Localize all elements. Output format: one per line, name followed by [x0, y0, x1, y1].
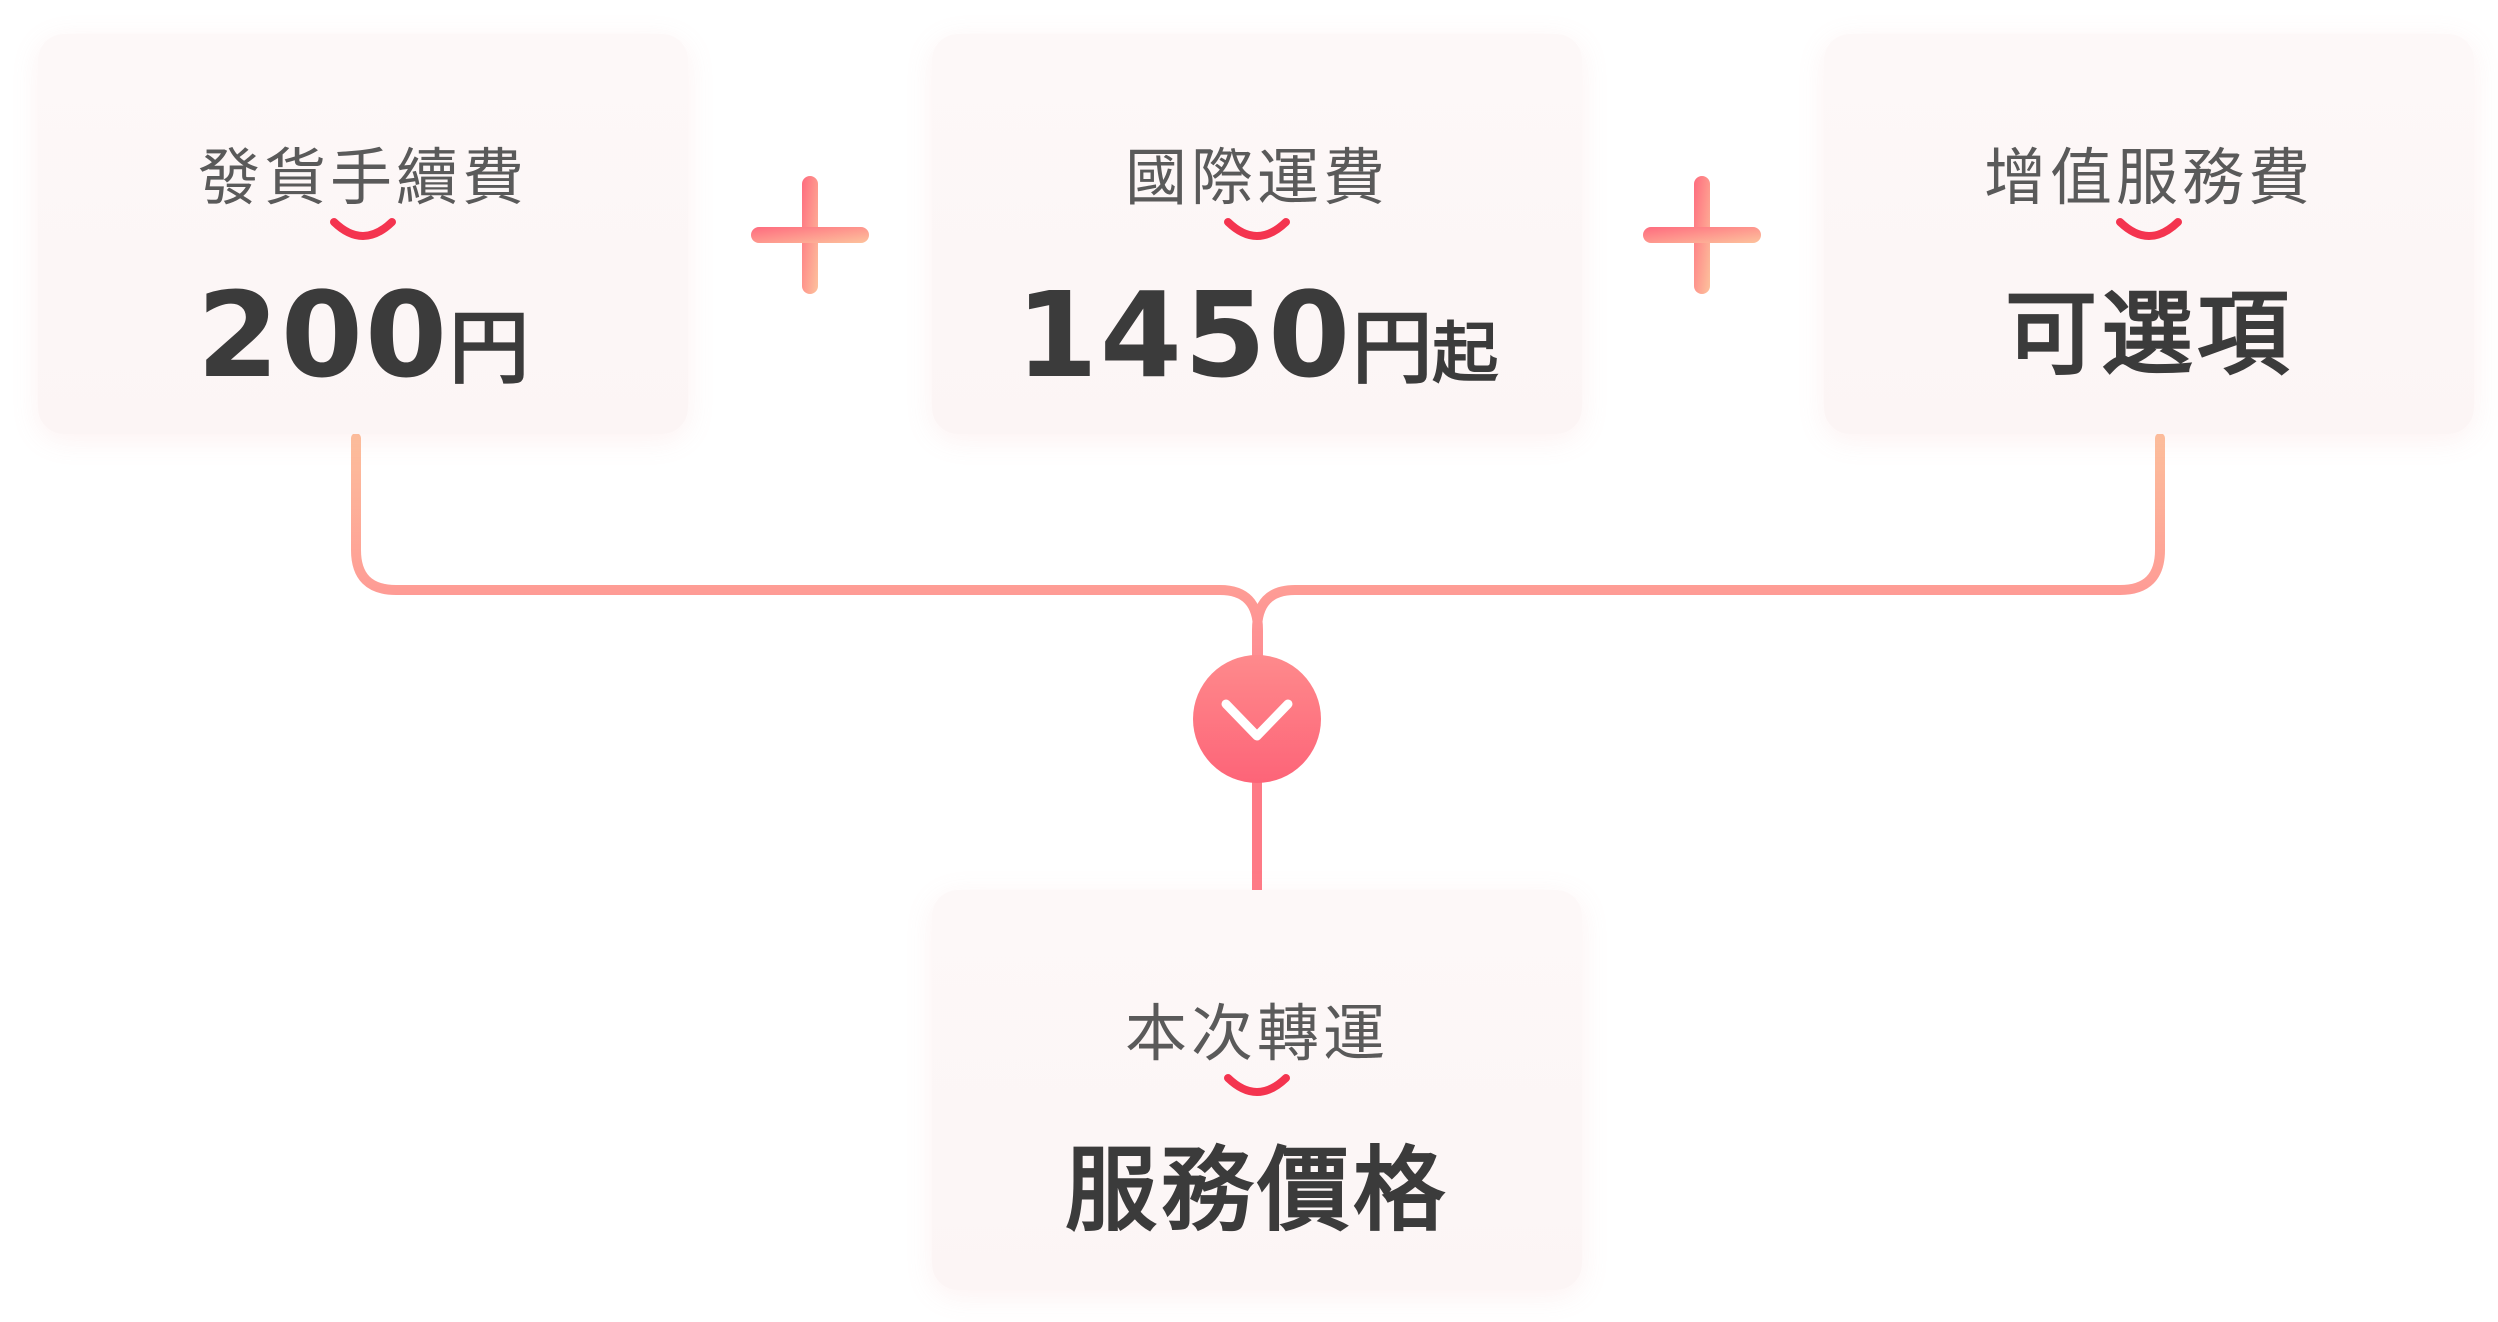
- plus-icon: [1643, 176, 1761, 294]
- value-text: 服務價格: [1064, 1137, 1449, 1244]
- plus-icon: [751, 176, 869, 294]
- service-price-card: 本次轉運 服務價格: [932, 890, 1582, 1290]
- shipping-fee-card: 發貨手續費 200円: [38, 34, 688, 434]
- smile-underline-icon: [2116, 218, 2182, 240]
- card-value: 1450円起: [932, 270, 1582, 436]
- value-unit: 円: [449, 302, 530, 395]
- card-value: 服務價格: [932, 1126, 1582, 1282]
- smile-underline-icon: [1224, 218, 1290, 240]
- connector-right: [1252, 433, 2165, 665]
- smile-underline-icon: [1224, 1074, 1290, 1096]
- value-unit: 円: [1352, 302, 1433, 395]
- value-suffix: 起: [1432, 315, 1499, 392]
- value-number: 1450: [1015, 266, 1353, 404]
- chevron-down-icon: [1193, 655, 1321, 783]
- value-added-service-card: 增值服務費 可選項: [1824, 34, 2474, 434]
- card-value: 可選項: [1824, 270, 2474, 426]
- card-label: 發貨手續費: [197, 141, 528, 214]
- value-number: 200: [196, 266, 450, 404]
- card-value: 200円: [38, 270, 688, 436]
- card-label: 國際運費: [1124, 141, 1389, 214]
- card-label: 增值服務費: [1983, 141, 2314, 214]
- connector-left: [351, 433, 1263, 665]
- smile-underline-icon: [330, 218, 396, 240]
- card-label: 本次轉運: [1124, 997, 1389, 1070]
- value-text: 可選項: [2004, 281, 2293, 388]
- international-shipping-card: 國際運費 1450円起: [932, 34, 1582, 434]
